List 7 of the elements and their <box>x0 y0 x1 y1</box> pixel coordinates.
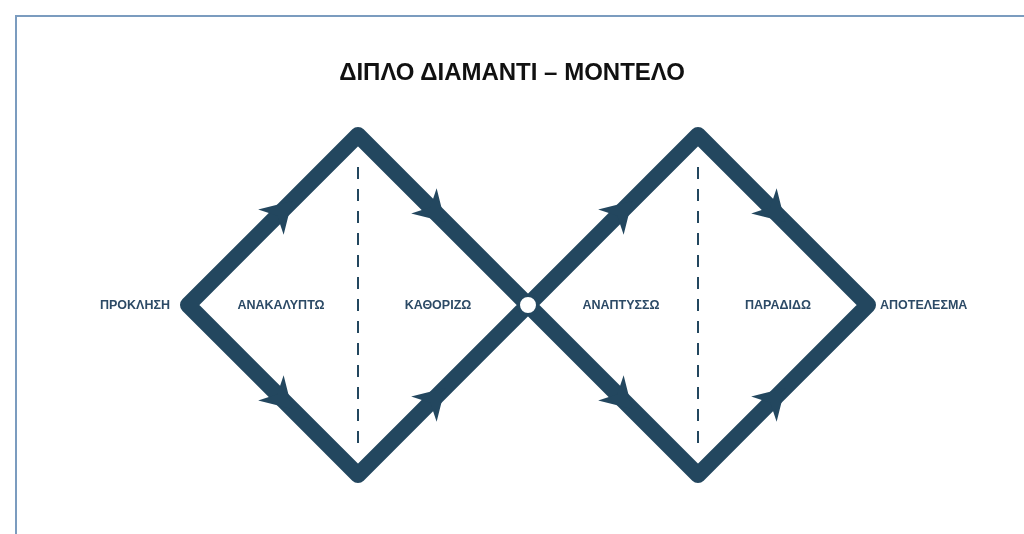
stage-label: ΑΝΑΠΤΥΣΣΩ <box>582 298 660 312</box>
phase-label: ΠΡΟΚΛΗΣΗ <box>100 298 170 312</box>
stage-label: ΚΑΘΟΡΙΖΩ <box>404 298 472 312</box>
title: ΔΙΠΛΟ ΔΙΑΜΑΝΤΙ – ΜΟΝΤΕΛΟ <box>339 58 685 86</box>
stage-label: ΑΝΑΚΑΛΥΠΤΩ <box>237 298 325 312</box>
stage-label: ΠΑΡΑΔΙΔΩ <box>745 298 811 312</box>
phase-label: ΑΠΟΤΕΛΕΣΜΑ <box>880 298 968 312</box>
